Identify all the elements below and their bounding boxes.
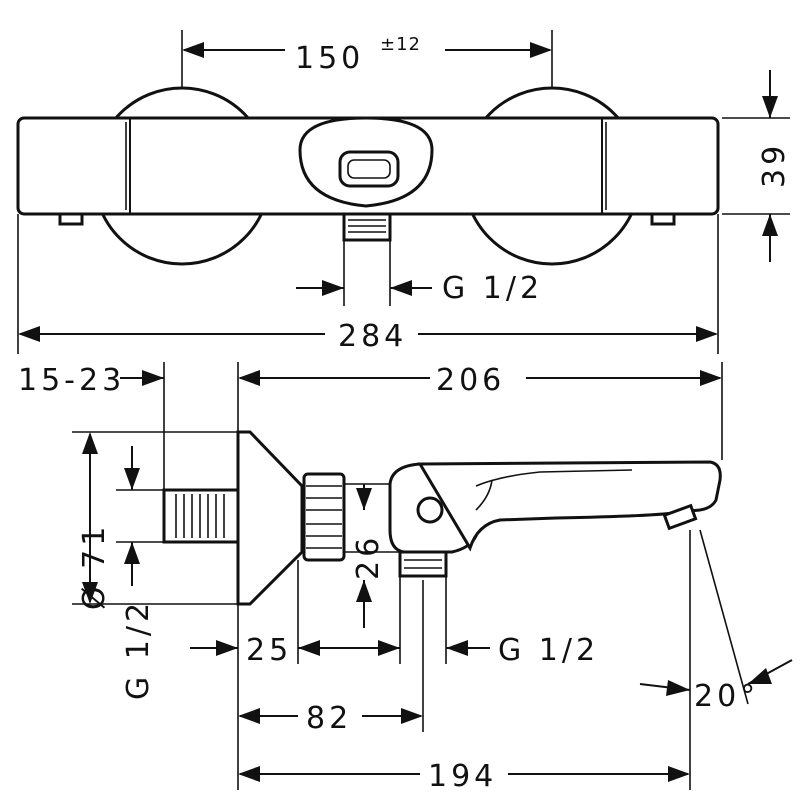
inlet-thread-lines	[175, 494, 225, 538]
union-nut	[302, 472, 346, 562]
dim-angle-label: 20°	[694, 679, 759, 714]
dim-194-arrow-left	[238, 766, 260, 782]
spout-highlight-line	[475, 469, 633, 487]
outlet-thread-lines	[348, 219, 386, 233]
left-foot	[58, 212, 84, 226]
dim-206-arrow-left	[238, 370, 260, 386]
diverter-lever-inner	[347, 159, 391, 179]
dim-71-arrow-top	[82, 432, 98, 454]
dim-82-arrow-right	[401, 708, 423, 724]
dim-71-label: Ø 71	[77, 523, 112, 610]
dim-39-arrow-top	[762, 96, 778, 118]
dim-25-arrow-right	[298, 640, 320, 656]
cover-cone	[236, 430, 304, 606]
dim-71-arrow-bottom	[82, 582, 98, 604]
dim-g12-inlet-arrow-bottom	[124, 542, 140, 564]
dim-194-arrow-right	[668, 766, 690, 782]
dim-25-label: 25	[246, 633, 292, 668]
dim-26-arrow-bottom	[356, 580, 372, 602]
dim-g12-inlet-label: G 1/2	[121, 599, 156, 700]
dim-39-label: 39	[757, 142, 792, 188]
dim-150-tolerance: ±12	[380, 34, 421, 55]
dim-25-arrow-left	[216, 640, 238, 656]
dim-150-arrow-left	[182, 42, 204, 58]
dim-82-label: 82	[306, 701, 352, 736]
dim-1523-arrow	[142, 370, 164, 386]
dim-206-label: 206	[436, 363, 505, 398]
dim-82-arrow-left	[238, 708, 260, 724]
dim-284-arrow-left	[18, 326, 40, 342]
dim-150-label: 150	[295, 41, 364, 76]
dim-g12-inlet-arrow-top	[124, 468, 140, 490]
dim-1523-label: 15-23	[18, 363, 125, 398]
dim-284-arrow-right	[696, 326, 718, 342]
dim-g12-top-arrow-right	[390, 280, 412, 296]
dim-g12-out-arrow-right	[446, 640, 468, 656]
dim-150-arrow-right	[530, 42, 552, 58]
outlet-connector	[342, 212, 392, 242]
dim-g12-top-label: G 1/2	[442, 271, 543, 306]
union-nut-lines	[306, 485, 342, 549]
dim-194-label: 194	[428, 759, 497, 794]
dim-26-label: 26	[351, 534, 386, 580]
spout-aerator	[662, 503, 698, 531]
spout	[417, 460, 722, 552]
dim-39-arrow-bottom	[762, 214, 778, 236]
angle-arrow-left	[666, 680, 690, 696]
right-foot	[650, 212, 676, 226]
wall-inlet-thread	[162, 488, 240, 544]
spout-neck-line	[475, 479, 493, 511]
dim-g12-top-arrow-left	[322, 280, 344, 296]
dim-284-label: 284	[338, 319, 407, 354]
dim-g12-out-label: G 1/2	[498, 633, 599, 668]
top-view: 150 ±12 39 G 1/2 284	[16, 30, 792, 354]
bottom-outlet-connector	[398, 550, 448, 578]
body-center-knob	[416, 496, 444, 524]
dim-26-arrow-top	[356, 488, 372, 510]
side-view: 15-23 206 Ø 71 G 1/2 26	[18, 362, 793, 794]
dim-g12-out-arrow-left	[378, 640, 400, 656]
angle-arrow-right	[748, 668, 772, 684]
dim-206-arrow-right	[700, 370, 722, 386]
spout-angle-line	[699, 529, 749, 705]
